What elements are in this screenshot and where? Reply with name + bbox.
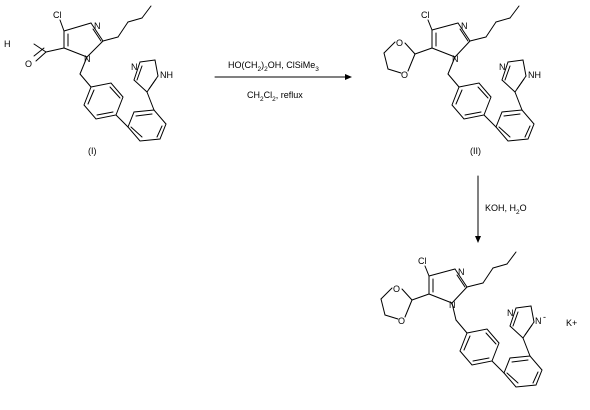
dioxolane-ring-II bbox=[383, 41, 433, 74]
compound-label-II: (II) bbox=[470, 146, 481, 156]
dioxolane-o2-label-II: O bbox=[401, 70, 408, 80]
compound-label-I: (I) bbox=[88, 146, 97, 156]
chloro-label-II: Cl bbox=[421, 10, 430, 20]
tetrazole-nh-label-II: NH bbox=[528, 70, 541, 80]
imidazole-ring-III bbox=[428, 268, 468, 304]
compound-III: Cl O O N N N N - K+ bbox=[380, 251, 577, 388]
tetrazole-n-label-III: N bbox=[507, 308, 514, 318]
reagents-step1: HO(CH2)2OH, ClSiMe3 bbox=[228, 60, 319, 73]
chloro-label-I: Cl bbox=[53, 10, 62, 20]
tetrazole-ring-II bbox=[501, 59, 527, 93]
tetrazole-n-anion-label-III: N bbox=[535, 316, 542, 326]
tetrazole-ring-I bbox=[133, 59, 159, 93]
aldehyde-o-label-I: O bbox=[25, 59, 32, 69]
tetrazole-n-label-II: N bbox=[499, 62, 506, 72]
butyl-chain-I bbox=[102, 5, 152, 42]
reaction-arrow-1 bbox=[214, 74, 352, 80]
tetrazole-ring-III bbox=[509, 305, 535, 339]
imidazole-n3-label-II: N bbox=[461, 21, 468, 31]
dioxolane-o2-label-III: O bbox=[398, 316, 405, 326]
biphenyl-ring-I bbox=[127, 109, 167, 142]
dioxolane-o1-label-III: O bbox=[393, 284, 400, 294]
imidazole-ring-II bbox=[431, 22, 471, 58]
aldehyde-h-label-I: H bbox=[4, 39, 11, 49]
conditions-step1: CH2Cl2, reflux bbox=[247, 90, 303, 103]
imidazole-n3-label-I: N bbox=[94, 21, 101, 31]
phenylene-ring-III bbox=[459, 328, 500, 366]
butyl-chain-II bbox=[469, 5, 520, 42]
reagents-step2: KOH, H2O bbox=[485, 203, 527, 216]
tetrazole-n-label-I: N bbox=[131, 62, 138, 72]
tetrazole-nh-label-I: NH bbox=[160, 70, 173, 80]
compound-II: Cl O O N N N NH (II) bbox=[383, 5, 541, 156]
dioxolane-ring-III bbox=[380, 287, 430, 320]
potassium-counterion-label: K+ bbox=[566, 318, 577, 328]
biphenyl-ring-III bbox=[503, 355, 543, 388]
aldehyde-group-I bbox=[33, 43, 65, 62]
biphenyl-ring-II bbox=[495, 109, 535, 142]
anion-charge-label: - bbox=[543, 312, 546, 322]
reaction-arrow-2 bbox=[475, 175, 481, 243]
butyl-chain-III bbox=[466, 251, 517, 288]
imidazole-n1-label-I: N bbox=[84, 54, 91, 64]
imidazole-n3-label-III: N bbox=[458, 267, 465, 277]
phenylene-ring-I bbox=[83, 82, 124, 120]
phenylene-ring-II bbox=[451, 82, 492, 120]
chloro-label-III: Cl bbox=[418, 256, 427, 266]
dioxolane-o1-label-II: O bbox=[396, 38, 403, 48]
imidazole-ring-I bbox=[63, 22, 104, 58]
compound-I: Cl H O N N N NH (I) bbox=[4, 5, 173, 156]
imidazole-n1-label-III: N bbox=[449, 300, 456, 310]
imidazole-n1-label-II: N bbox=[452, 54, 459, 64]
